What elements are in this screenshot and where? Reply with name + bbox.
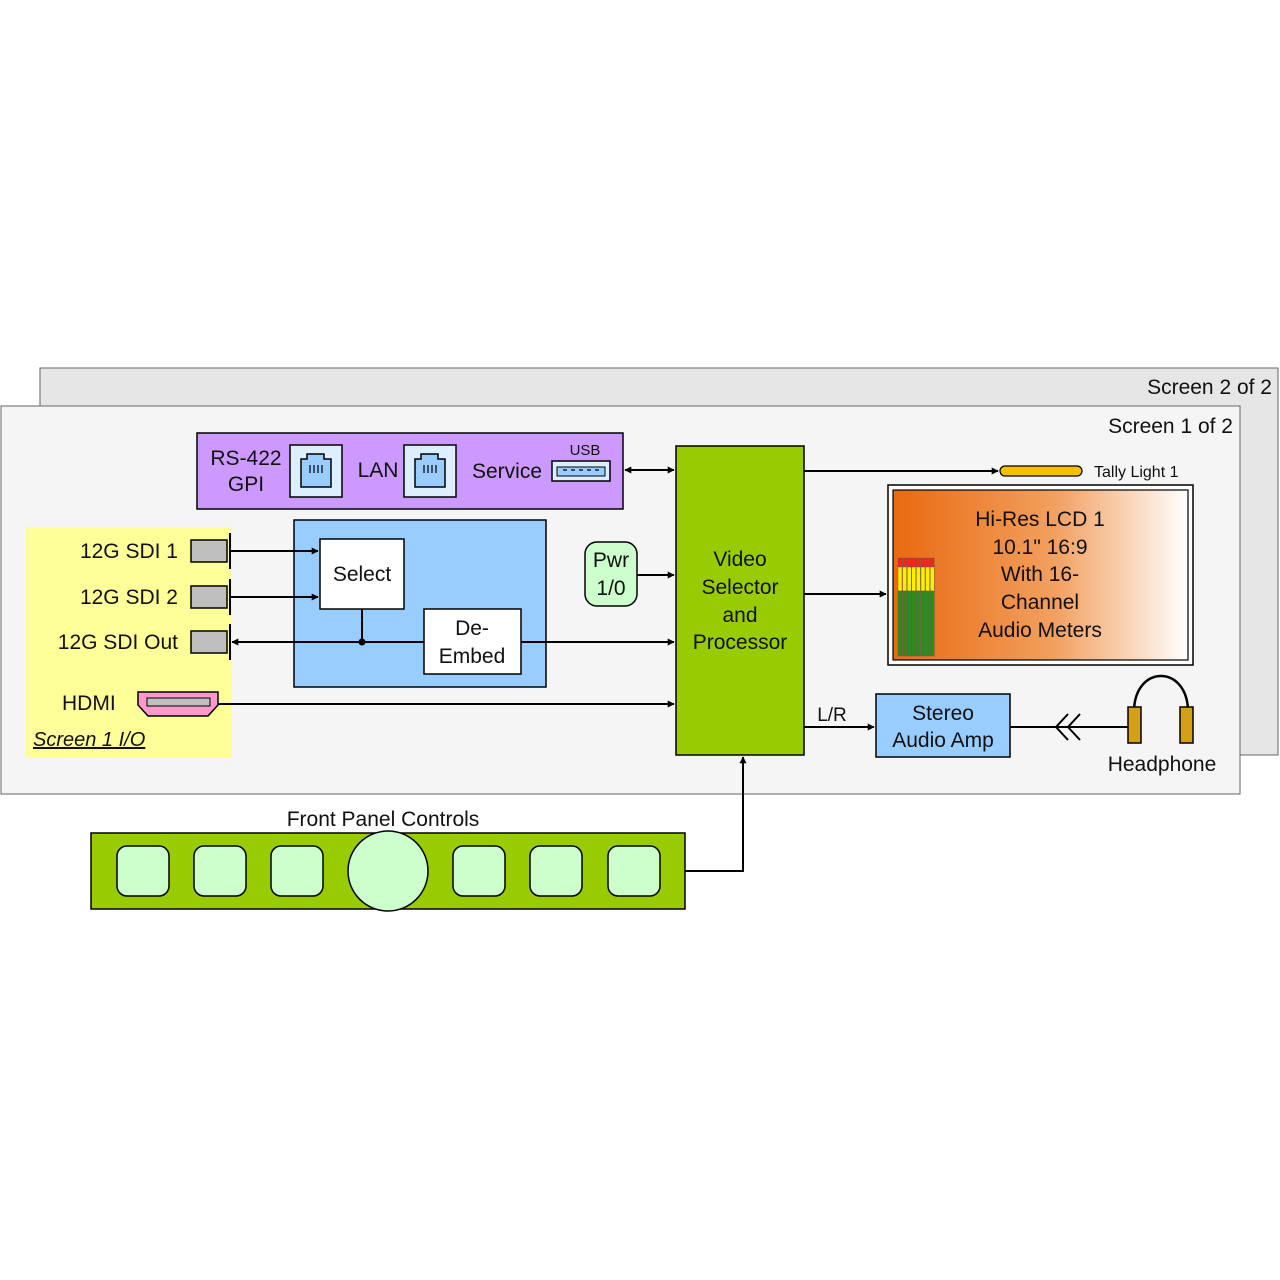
sdi2-label: 12G SDI 2 (80, 586, 178, 609)
power-label-line2: 1/0 (596, 577, 625, 600)
meter-segment (897, 566, 903, 592)
meter-segment (916, 590, 921, 657)
front-panel-button (607, 845, 661, 897)
front-panel-button (529, 845, 583, 897)
power-label-line1: Pwr (593, 549, 629, 572)
io-panel-label: Screen 1 I/O (33, 729, 145, 751)
video-processor-block (675, 445, 805, 756)
meter-segment (925, 590, 930, 657)
junction-dot (358, 638, 366, 646)
select-block (319, 538, 405, 610)
front-panel-knob (347, 830, 429, 912)
usb-port-icon (551, 460, 611, 482)
meter-segment (911, 557, 916, 568)
front-panel-button (116, 845, 170, 897)
gpi-label: GPI (228, 473, 264, 496)
meter-segment (920, 557, 926, 568)
tally-light-label: Tally Light 1 (1094, 464, 1179, 481)
processor-label-line1: Video (713, 548, 766, 571)
meter-segment (920, 566, 926, 592)
meter-segment (930, 566, 935, 592)
meter-segment (916, 566, 921, 592)
rj45-port-lan-icon (403, 444, 457, 498)
meter-segment (907, 557, 912, 568)
service-label: Service (472, 460, 542, 483)
hdmi-connector-icon (137, 691, 219, 717)
lcd-screen (892, 489, 1189, 661)
lcd-label-line4: Channel (1001, 591, 1079, 614)
deembed-label-line1: De- (455, 617, 489, 640)
select-label: Select (333, 563, 392, 586)
front-panel-to-processor-arrow (685, 756, 747, 872)
meter-segment (925, 566, 930, 592)
lcd-label-line3: With 16- (1001, 563, 1079, 586)
meter-segment (916, 557, 921, 568)
screen-2-label: Screen 2 of 2 (1147, 376, 1272, 399)
meter-segment (897, 590, 903, 657)
meter-segment (930, 557, 935, 568)
usb-label: USB (570, 442, 601, 459)
meter-segment (907, 590, 912, 657)
meter-segment (902, 557, 907, 568)
meter-segment (902, 566, 907, 592)
front-panel-button (452, 845, 506, 897)
meter-segment (907, 566, 912, 592)
meter-segment (902, 590, 907, 657)
lr-label: L/R (817, 705, 847, 726)
meter-segment (897, 557, 903, 568)
screen-1-label: Screen 1 of 2 (1108, 415, 1233, 438)
sdi1-label: 12G SDI 1 (80, 540, 178, 563)
meter-segment (911, 566, 916, 592)
headphone-plug-chevrons (1054, 713, 1081, 741)
front-panel-button (270, 845, 324, 897)
stereo-audio-amp-block (875, 693, 1011, 758)
lcd-label-line1: Hi-Res LCD 1 (975, 508, 1105, 531)
meter-segment (930, 590, 935, 657)
meter-segment (920, 590, 926, 657)
processor-label-line3: and (722, 604, 757, 627)
front-panel-title: Front Panel Controls (287, 808, 480, 831)
deembed-block (423, 608, 522, 675)
bnc-connector-sdi2-icon (190, 579, 231, 615)
deembed-label-line2: Embed (439, 645, 506, 668)
headphone-icon (1127, 674, 1194, 744)
amp-label-line2: Audio Amp (892, 729, 994, 752)
audio-meters-icon (897, 557, 935, 657)
front-panel-button (193, 845, 247, 897)
lcd-label-line2: 10.1" 16:9 (992, 536, 1087, 559)
headphone-label: Headphone (1108, 753, 1217, 776)
meter-segment (925, 557, 930, 568)
hdmi-label: HDMI (62, 692, 116, 715)
rs422-label: RS-422 (210, 447, 281, 470)
meter-segment (911, 590, 916, 657)
rj45-port-rs422-icon (289, 444, 343, 498)
lcd-label-line5: Audio Meters (978, 619, 1102, 642)
processor-label-line2: Selector (701, 576, 778, 599)
bnc-connector-sdi1-icon (190, 533, 231, 569)
processor-label-line4: Processor (693, 631, 788, 654)
tally-light-icon (999, 465, 1083, 477)
sdi-out-label: 12G SDI Out (58, 631, 178, 654)
bnc-connector-sdi-out-icon (190, 624, 231, 660)
lan-label: LAN (358, 459, 399, 482)
amp-label-line1: Stereo (912, 702, 974, 725)
